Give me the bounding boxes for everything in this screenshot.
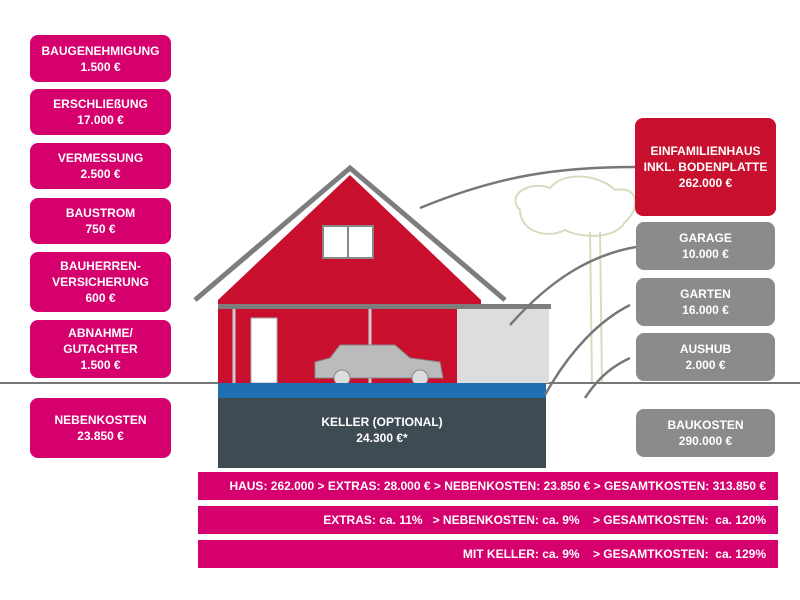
keller-label: KELLER (OPTIONAL)24.300 €* [321,415,443,445]
foundation-slab [218,383,546,398]
car-icon [314,344,444,387]
summary-bar-percent: EXTRAS: ca. 11% > NEBENKOSTEN: ca. 9% > … [198,506,778,534]
connector-lines [419,165,637,399]
door [250,317,278,384]
summary-bar-keller: MIT KELLER: ca. 9% > GESAMTKOSTEN: ca. 1… [198,540,778,568]
roof [193,164,507,302]
summary-bar-totals: HAUS: 262.000 > EXTRAS: 28.000 € > NEBEN… [198,472,778,500]
garage [457,309,549,383]
keller [218,398,546,468]
carport-roof [218,304,551,309]
